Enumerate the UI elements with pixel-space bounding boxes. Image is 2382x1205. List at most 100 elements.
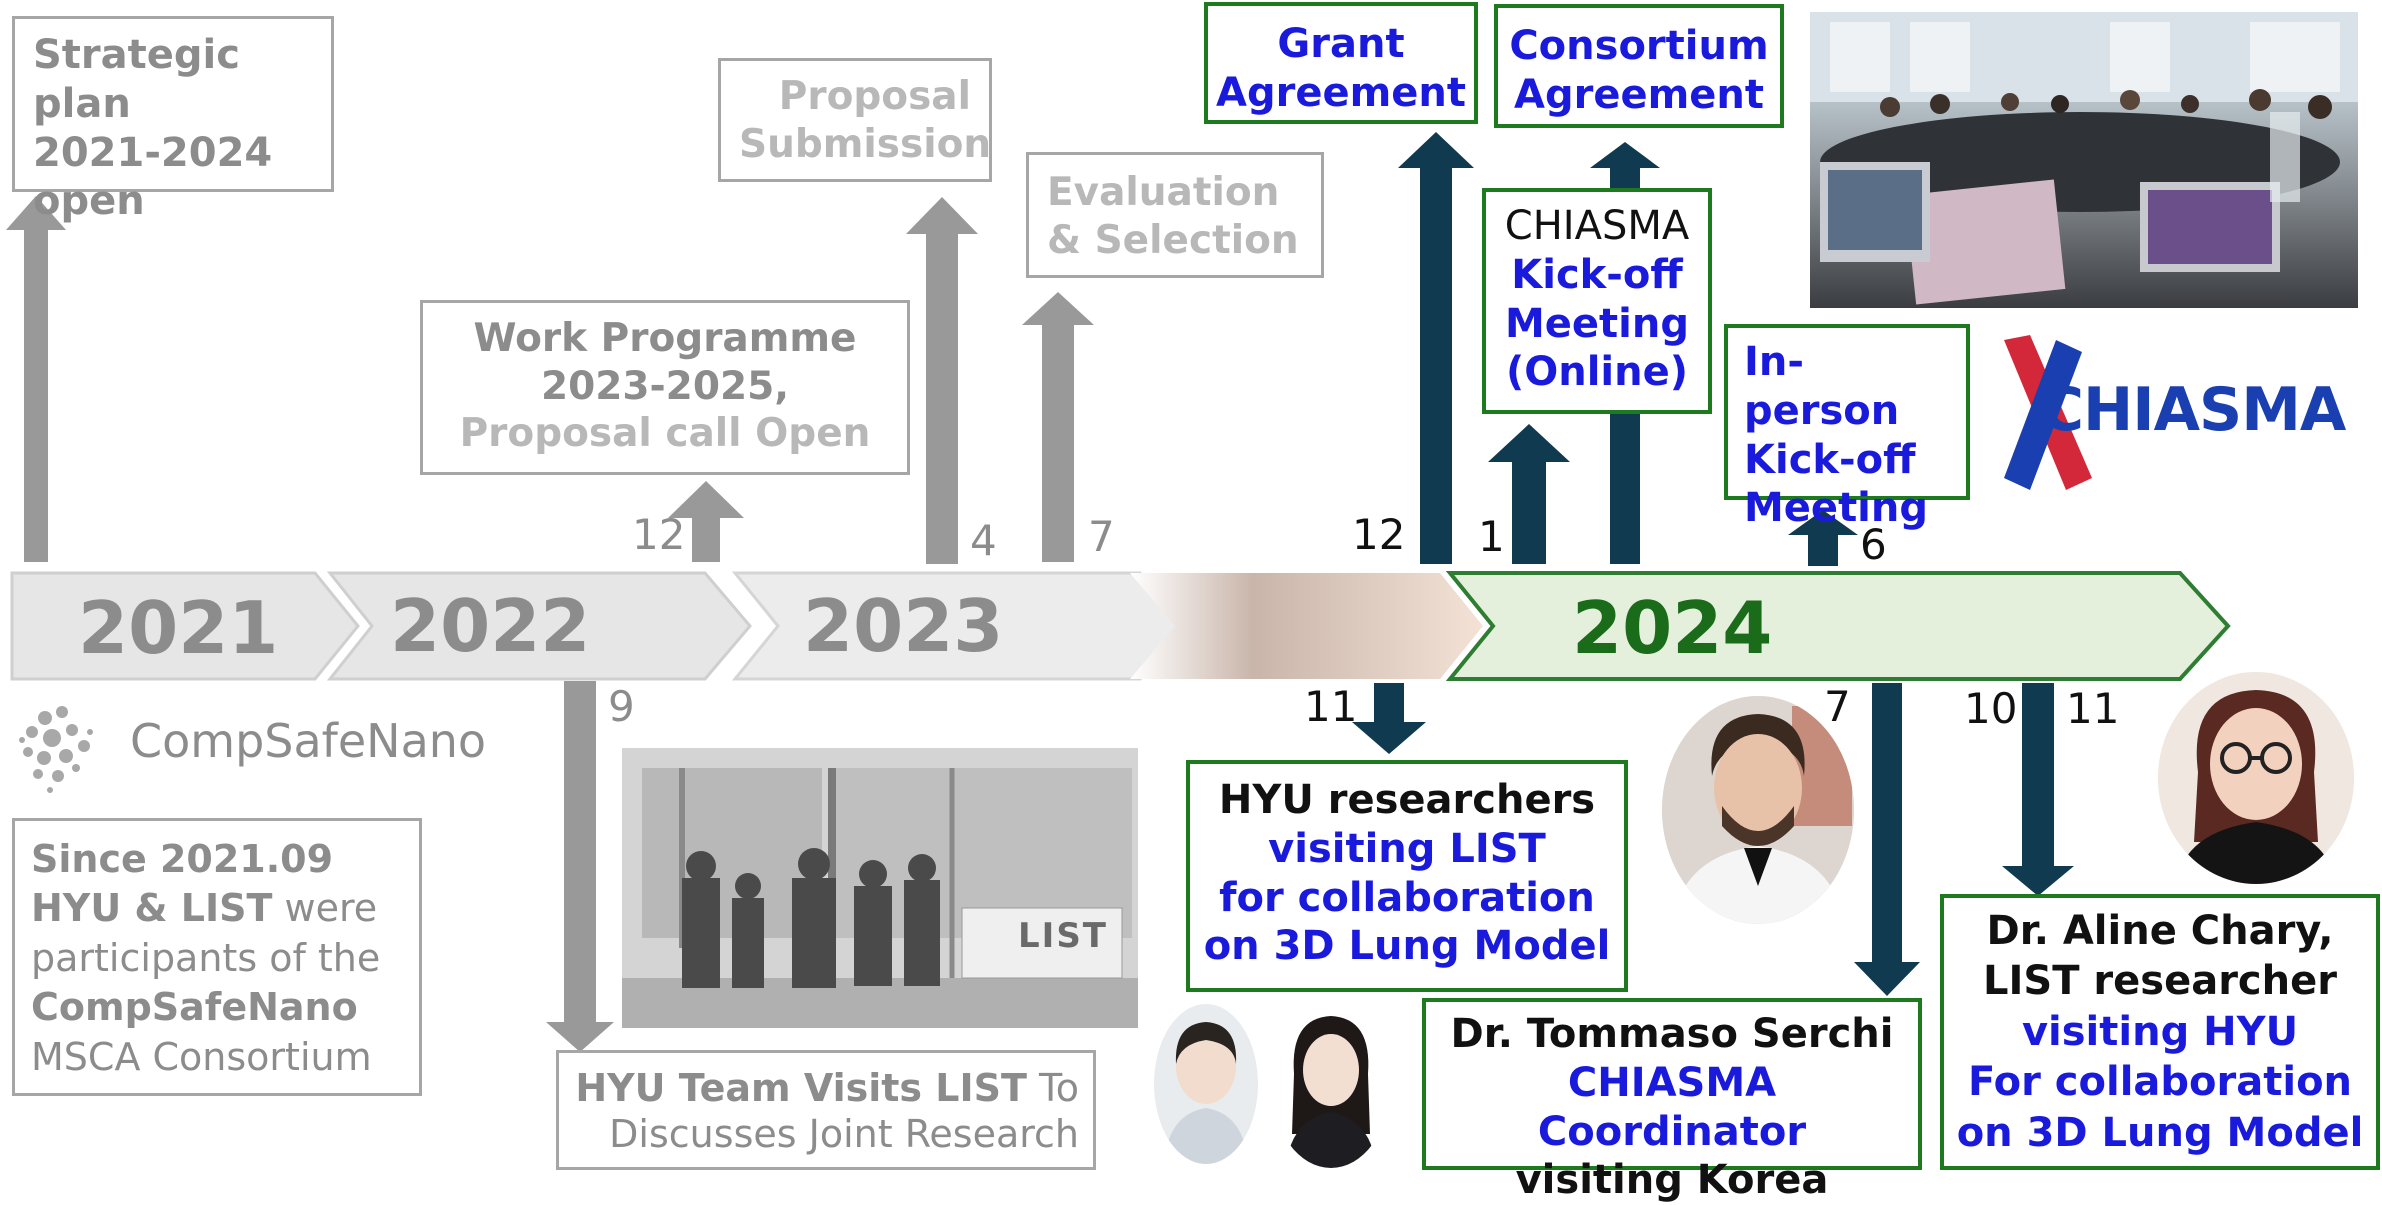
since-line2-rest: were [272, 886, 378, 931]
researchers-line1: HYU researchers [1218, 777, 1596, 823]
consortium-line2: Agreement [1514, 71, 1764, 118]
chary-line5: on 3D Lung Model [1956, 1109, 2364, 1156]
month-work-programme: 12 [632, 510, 686, 559]
timeline-graphic [6, 132, 2231, 1052]
arrow-up-work-programme [668, 481, 744, 562]
consortium-agreement-box: Consortium Agreement [1494, 4, 1784, 128]
serchi-line1: Dr. Tommaso Serchi [1450, 1011, 1894, 1057]
month-chary-a: 10 [1964, 684, 2018, 733]
kickoff-inperson-box: In-person Kick-off Meeting [1724, 324, 1970, 531]
month-kickoff-inperson: 6 [1860, 520, 1887, 569]
transition-gradient [1130, 573, 1483, 679]
chary-line3: visiting HYU [2021, 1008, 2299, 1055]
work-programme-line3: Proposal call Open [459, 411, 871, 457]
chary-portrait-figure [2158, 672, 2354, 884]
grant-agreement-box: Grant Agreement [1204, 2, 1478, 124]
meeting-photo [1810, 12, 2358, 308]
arrow-down-serchi [1854, 683, 1920, 996]
strategic-plan-line3: open [33, 178, 145, 225]
month-grant: 12 [1352, 510, 1406, 559]
hyu-visit-line1-bold: HYU Team Visits LIST [575, 1066, 1027, 1110]
chary-line4: For collaboration [1967, 1059, 2353, 1106]
arrow-up-strategic [6, 196, 66, 562]
year-2024: 2024 [1572, 586, 1773, 670]
kickoff-online-line4: (Online) [1505, 349, 1689, 396]
arrow-up-evaluation [1022, 292, 1094, 562]
since-2021-box: Since 2021.09 HYU & LIST were participan… [12, 818, 422, 1096]
arrow-up-submission [906, 197, 978, 564]
serchi-portrait [1662, 696, 1854, 924]
arrow-up-kickoff-inperson [1788, 510, 1858, 566]
serchi-box: Dr. Tommaso Serchi CHIASMA Coordinator v… [1422, 998, 1922, 1203]
researchers-line3: for collaboration [1219, 874, 1595, 921]
chary-box: Dr. Aline Chary, LIST researcher visitin… [1940, 894, 2380, 1170]
compsafenano-logo-text: CompSafeNano [130, 714, 487, 768]
list-sign-text: LIST [1018, 916, 1108, 956]
serchi-line3: visiting Korea [1515, 1157, 1829, 1204]
month-kickoff-online: 1 [1478, 512, 1505, 561]
strategic-plan-line2: 2021-2024 [33, 129, 273, 176]
evaluation-box: Evaluation & Selection [1026, 152, 1324, 278]
strategic-plan-box: Strategic plan 2021-2024 open [12, 16, 334, 224]
team-photo-scene [622, 748, 1138, 1028]
month-researchers: 11 [1304, 682, 1358, 731]
work-programme-box: Work Programme 2023-2025, Proposal call … [420, 300, 910, 475]
kickoff-online-line1: CHIASMA [1504, 203, 1690, 249]
arrow-up-grant [1398, 132, 1474, 564]
since-line4: CompSafeNano [31, 985, 358, 1030]
chevron-2021 [10, 571, 360, 681]
consortium-line1: Consortium [1509, 23, 1769, 69]
evaluation-line2: & Selection [1047, 217, 1299, 263]
proposal-submission-box: Proposal Submission [718, 58, 992, 182]
kickoff-inperson-line1: In-person [1744, 339, 1900, 434]
portrait-2-figure [1286, 1016, 1376, 1168]
hyu-team-visit-box: HYU Team Visits LIST To Discusses Joint … [556, 1050, 1096, 1170]
month-serchi: 7 [1824, 682, 1851, 731]
serchi-line2: CHIASMA Coordinator [1537, 1059, 1807, 1155]
meeting-photo-scene [1810, 12, 2358, 305]
portrait-1-figure [1164, 1022, 1248, 1164]
kickoff-online-box: CHIASMA Kick-off Meeting (Online) [1482, 188, 1712, 414]
arrow-down-researchers [1352, 683, 1426, 754]
hyu-visit-line1-rest: To [1026, 1066, 1079, 1110]
gray-up-arrows [6, 196, 1094, 564]
team-photo: LIST [622, 748, 1138, 1028]
month-submission: 4 [970, 516, 997, 565]
year-2023: 2023 [803, 584, 1004, 668]
since-line1: Since 2021.09 [31, 837, 334, 881]
arrow-down-chary [2002, 683, 2074, 896]
researcher-portrait-1 [1154, 1004, 1258, 1164]
chiasma-logo-mark [2004, 335, 2092, 490]
kickoff-online-line2: Kick-off [1511, 251, 1683, 298]
proposal-submission-line2: Submission [739, 121, 992, 167]
month-evaluation: 7 [1088, 512, 1115, 561]
dark-down-arrows [1352, 683, 2074, 996]
kickoff-inperson-line2: Kick-off [1744, 436, 1916, 483]
grant-line2: Agreement [1216, 69, 1466, 116]
kickoff-inperson-line3: Meeting [1744, 485, 1929, 532]
evaluation-line1: Evaluation [1047, 170, 1280, 215]
year-2021: 2021 [78, 586, 279, 670]
compsafenano-molecule-icon [19, 706, 93, 793]
kickoff-online-line3: Meeting [1504, 300, 1689, 347]
chevron-2024 [1445, 571, 2231, 681]
researchers-line2: visiting LIST [1268, 825, 1546, 872]
arrow-down-hyu-visit [546, 681, 614, 1052]
chary-line1: Dr. Aline Chary, [1986, 908, 2334, 954]
work-programme-line2: 2023-2025, [540, 363, 790, 409]
chevron-2022 [326, 571, 752, 681]
arrow-up-kickoff-online [1488, 424, 1570, 564]
hyu-researchers-box: HYU researchers visiting LIST for collab… [1186, 760, 1628, 992]
proposal-submission-line1: Proposal [778, 74, 971, 119]
work-programme-line1: Work Programme [473, 316, 857, 361]
month-hyu-visit: 9 [608, 682, 635, 731]
chary-portrait [2158, 672, 2354, 884]
serchi-portrait-figure [1662, 696, 1854, 924]
chary-line2: LIST researcher [1983, 958, 2337, 1005]
year-2022: 2022 [390, 584, 591, 668]
since-line3: participants of the [31, 935, 381, 980]
since-line2-bold: HYU & LIST [31, 886, 273, 931]
hyu-visit-line2: Discusses Joint Research [609, 1112, 1079, 1157]
since-line5: MSCA Consortium [31, 1034, 372, 1079]
month-chary-b: 11 [2066, 684, 2120, 733]
